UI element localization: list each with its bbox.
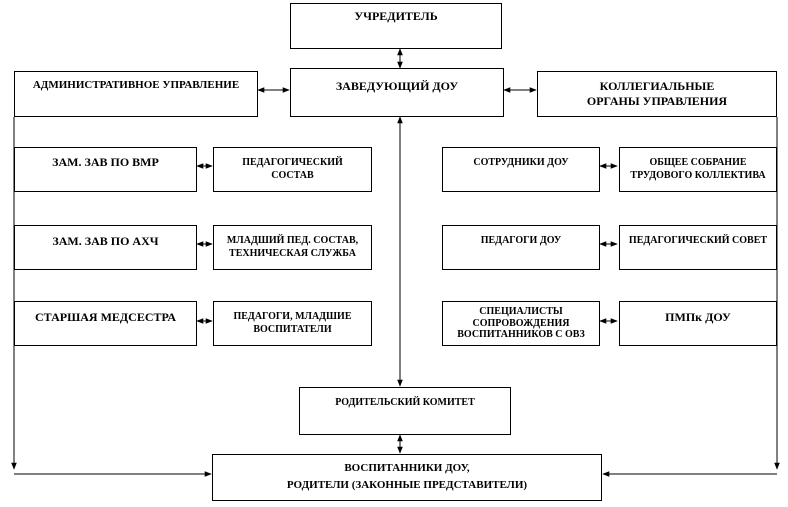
ped-council-label: ПЕДАГОГИЧЕСКИЙ СОВЕТ [628,235,768,247]
deputy-vmr-box: ЗАМ. ЗАВ ПО ВМР [14,147,197,192]
teachers-label: ПЕДАГОГИ ДОУ [480,235,562,247]
specialists-label: СПЕЦИАЛИСТЫ СОПРОВОЖДЕНИЯ ВОСПИТАННИКОВ … [457,306,585,341]
head-label: ЗАВЕДУЮЩИЙ ДОУ [335,79,459,93]
ped-staff-box: ПЕДАГОГИЧЕСКИЙ СОСТАВ [213,147,372,192]
pmpk-box: ПМПк ДОУ [619,301,777,346]
employees-box: СОТРУДНИКИ ДОУ [442,147,600,192]
parents-label: РОДИТЕЛИ (ЗАКОННЫЕ ПРЕДСТАВИТЕЛИ) [286,479,528,491]
teachers-junior-box: ПЕДАГОГИ, МЛАДШИЕ ВОСПИТАТЕЛИ [213,301,372,346]
ped-council-box: ПЕДАГОГИЧЕСКИЙ СОВЕТ [619,225,777,270]
founder-box: УЧРЕДИТЕЛЬ [290,3,502,49]
specialists-box: СПЕЦИАЛИСТЫ СОПРОВОЖДЕНИЯ ВОСПИТАННИКОВ … [442,301,600,346]
admin-management-box: АДМИНИСТРАТИВНОЕ УПРАВЛЕНИЕ [14,71,258,117]
collegial-bodies-label: КОЛЛЕГИАЛЬНЫЕ ОРГАНЫ УПРАВЛЕНИЯ [586,79,728,108]
employees-label: СОТРУДНИКИ ДОУ [473,157,569,169]
head-box: ЗАВЕДУЮЩИЙ ДОУ [290,68,504,117]
teachers-box: ПЕДАГОГИ ДОУ [442,225,600,270]
teachers-junior-label: ПЕДАГОГИ, МЛАДШИЕ ВОСПИТАТЕЛИ [233,311,352,335]
deputy-vmr-label: ЗАМ. ЗАВ ПО ВМР [52,155,159,169]
deputy-ahch-box: ЗАМ. ЗАВ ПО АХЧ [14,225,197,270]
parent-committee-box: РОДИТЕЛЬСКИЙ КОМИТЕТ [299,387,511,435]
collegial-bodies-box: КОЛЛЕГИАЛЬНЫЕ ОРГАНЫ УПРАВЛЕНИЯ [537,71,777,117]
head-nurse-box: СТАРШАЯ МЕДСЕСТРА [14,301,197,346]
deputy-ahch-label: ЗАМ. ЗАВ ПО АХЧ [52,234,159,248]
ped-staff-label: ПЕДАГОГИЧЕСКИЙ СОСТАВ [242,157,343,181]
founder-label: УЧРЕДИТЕЛЬ [354,9,438,23]
parent-committee-label: РОДИТЕЛЬСКИЙ КОМИТЕТ [335,396,475,408]
pmpk-label: ПМПк ДОУ [665,310,731,324]
admin-management-label: АДМИНИСТРАТИВНОЕ УПРАВЛЕНИЕ [32,79,240,92]
head-nurse-label: СТАРШАЯ МЕДСЕСТРА [35,310,176,324]
junior-staff-label: МЛАДШИЙ ПЕД. СОСТАВ, ТЕХНИЧЕСКАЯ СЛУЖБА [226,235,359,259]
pupils-parents-box: ВОСПИТАННИКИ ДОУ, РОДИТЕЛИ (ЗАКОННЫЕ ПРЕ… [212,454,602,501]
general-meeting-label: ОБЩЕЕ СОБРАНИЕ ТРУДОВОГО КОЛЛЕКТИВА [630,157,766,181]
pupils-label: ВОСПИТАННИКИ ДОУ, [344,462,470,475]
general-meeting-box: ОБЩЕЕ СОБРАНИЕ ТРУДОВОГО КОЛЛЕКТИВА [619,147,777,192]
junior-staff-box: МЛАДШИЙ ПЕД. СОСТАВ, ТЕХНИЧЕСКАЯ СЛУЖБА [213,225,372,270]
